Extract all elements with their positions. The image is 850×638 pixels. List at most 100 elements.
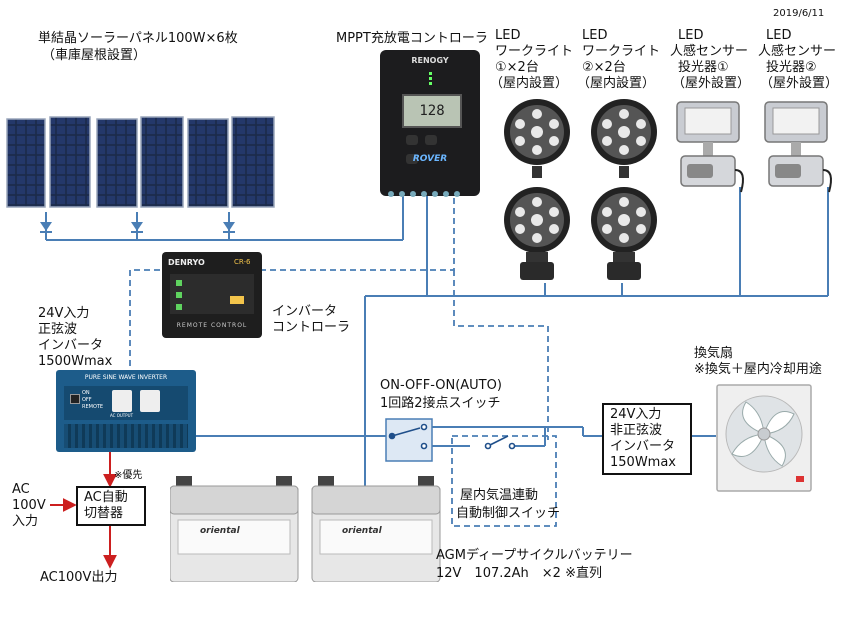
led-work-light-group-1 [504, 99, 570, 280]
ac-outlet-2[interactable] [140, 390, 160, 412]
inverter-ctrl-label1: インバータ [272, 304, 338, 319]
ac-priority-note: ※優先 [114, 470, 143, 481]
date-label: 2019/6/11 [773, 8, 825, 19]
inverter-main-heatsink [64, 424, 188, 448]
switch-label-l1: ON-OFF-ON(AUTO) [380, 378, 502, 393]
switch-blade [391, 427, 421, 437]
mppt-model: ROVER [412, 154, 448, 164]
dash-mppt-sense [453, 270, 549, 440]
led-work-light-group-2 [591, 99, 657, 280]
solar-sublabel: （車庫屋根設置） [42, 48, 147, 63]
mppt-button-down[interactable] [425, 135, 438, 145]
solar-panel-6 [231, 116, 275, 208]
inverter-small-l3: インバータ [610, 439, 676, 454]
solar-panel-2 [49, 116, 91, 208]
battery-label-l2: 12V 107.2Ah ×2 ※直列 [436, 566, 602, 581]
ac-input-l1: AC [12, 482, 30, 497]
fan-label-l1: 換気扇 [694, 346, 734, 361]
sensor1-l2: 人感センサー [670, 44, 749, 59]
battery-2 [311, 476, 441, 582]
inverter-remote-brand: DENRYO [168, 258, 205, 267]
inverter-small-l2: 非正弦波 [610, 423, 663, 438]
ac-switcher-l2: 切替器 [84, 506, 124, 521]
led-work-light-1a [504, 99, 570, 178]
non-sine-inverter: 24V入力 非正弦波 インバータ 150Wmax [602, 403, 692, 475]
thermo-switch-l2: 自動制御スイッチ [456, 506, 561, 521]
led-work1-l3: ①×2台 [495, 60, 539, 75]
led-work2-l3: ②×2台 [582, 60, 626, 75]
fan-indicator-icon [796, 476, 804, 482]
ac-outlet-1[interactable] [112, 390, 132, 412]
sensor2-l4: （屋外設置） [760, 76, 839, 91]
solar-panel-4 [140, 116, 184, 208]
mppt-controller: RENOGY 128 ROVER [380, 50, 480, 197]
inverter-main-l3: インバータ [38, 338, 104, 353]
inverter-remote-panel-text: REMOTE CONTROL [176, 322, 248, 329]
agm-battery-pair [170, 476, 441, 582]
inverter-small-l1: 24V入力 [610, 407, 662, 422]
inverter-main-switch-on: ON [82, 390, 90, 396]
inverter-remote-controller: DENRYO CR-6 REMOTE CONTROL [162, 252, 262, 338]
ac-input-l2: 100V [12, 498, 46, 513]
inverter-main-switch-labels: ON OFF REMOTE [82, 390, 103, 411]
sensor-floodlight-2 [764, 101, 832, 193]
sensor1-l1: LED [678, 28, 704, 43]
ac-output-label: AC100V出力 [40, 570, 118, 585]
battery-1 [170, 476, 299, 582]
switch-label-l2: 1回路2接点スイッチ [380, 396, 501, 411]
inverter-main-ac-output-label: AC OUTPUT [110, 413, 134, 418]
solar-panel-5 [187, 118, 229, 208]
inverter-main-l1: 24V入力 [38, 306, 90, 321]
diode-group [40, 222, 235, 233]
pure-sine-inverter: PURE SINE WAVE INVERTER ON OFF REMOTE AC… [56, 370, 196, 452]
sensor2-l1: LED [766, 28, 792, 43]
sensor-floodlight-1 [676, 101, 744, 193]
led-work2-l2: ワークライト [582, 44, 661, 59]
mppt-label: MPPT充放電コントローラ [336, 31, 488, 46]
battery-label-l1: AGMディープサイクルバッテリー [436, 548, 633, 563]
mppt-buttons [406, 130, 454, 164]
ac-switcher-l1: AC自動 [84, 490, 128, 505]
ac-auto-switcher: AC自動 切替器 [76, 486, 146, 526]
inverter-main-l4: 1500Wmax [38, 354, 113, 369]
dash-ctrl-to-inverter [129, 269, 160, 368]
dash-ctrl-to-mppt [260, 196, 455, 271]
inverter-ctrl-label2: コントローラ [272, 320, 351, 335]
led-work-light-2b [591, 187, 657, 280]
led-work-light-2a [591, 99, 657, 178]
mppt-brand: RENOGY [411, 56, 449, 65]
solar-panel-array [6, 116, 275, 208]
led-work1-l2: ワークライト [495, 44, 574, 59]
mppt-button-enter[interactable] [406, 154, 418, 164]
mppt-button-up[interactable] [406, 135, 418, 145]
inverter-remote-indicators [170, 274, 254, 314]
led-work1-l1: LED [495, 28, 521, 43]
mppt-leds [422, 70, 438, 92]
fan-label-l2: ※換気＋屋内冷却用途 [694, 362, 822, 377]
led-work2-l1: LED [582, 28, 608, 43]
mppt-display: 128 [402, 94, 462, 128]
dash-thermo-box [451, 435, 557, 527]
inverter-main-switch-remote: REMOTE [82, 404, 104, 410]
inverter-main-panel: PURE SINE WAVE INVERTER [84, 374, 168, 381]
inverter-main-l2: 正弦波 [38, 322, 78, 337]
inverter-main-switch-off: OFF [82, 397, 92, 403]
battery1-brand: oriental [200, 526, 240, 536]
ventilation-fan [716, 384, 812, 492]
sensor2-l2: 人感センサー [758, 44, 837, 59]
led-work1-l4: （屋内設置） [490, 76, 569, 91]
led-work2-l4: （屋内設置） [577, 76, 656, 91]
thermo-switch-l1: 屋内気温連動 [460, 488, 539, 503]
mppt-terminals [388, 182, 472, 197]
led-work-light-1b [504, 187, 570, 280]
inverter-remote-switch[interactable] [230, 296, 244, 304]
sensor2-l3: 投光器② [766, 60, 817, 75]
solar-panel-1 [6, 118, 46, 208]
inverter-main-power-switch[interactable] [70, 394, 80, 404]
solar-panel-3 [96, 118, 138, 208]
solar-label: 単結晶ソーラーパネル100W×6枚 [38, 31, 238, 46]
inverter-small-l4: 150Wmax [610, 455, 676, 470]
inverter-main-front: ON OFF REMOTE AC OUTPUT [64, 386, 188, 420]
sensor1-l3: 投光器① [678, 60, 729, 75]
